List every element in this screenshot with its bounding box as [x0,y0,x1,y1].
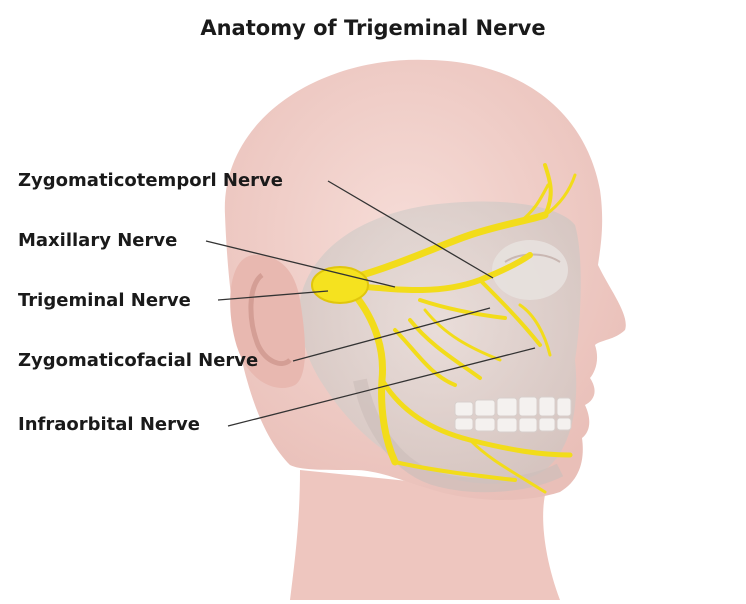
trigeminal-nerve-branches [341,163,577,494]
label-zygomaticofacial: Zygomaticofacial Nerve [18,350,259,371]
leader-lines [205,180,536,427]
ear [230,255,305,388]
leader-maxillary [205,240,396,288]
label-trigeminal: Trigeminal Nerve [18,290,191,311]
diagram-title: Anatomy of Trigeminal Nerve [200,16,546,40]
leader-trigeminal [217,290,329,301]
leader-zygomaticotemporal [327,180,494,279]
leader-zygomaticofacial [292,307,491,362]
trigeminal-ganglion [311,266,369,304]
label-zygomaticotemporal: Zygomaticotemporl Nerve [18,170,283,191]
eye-socket [492,240,568,300]
neck [290,470,560,600]
label-maxillary: Maxillary Nerve [18,230,178,251]
teeth [454,396,572,433]
leader-infraorbital [227,347,536,427]
label-infraorbital: Infraorbital Nerve [18,414,200,435]
